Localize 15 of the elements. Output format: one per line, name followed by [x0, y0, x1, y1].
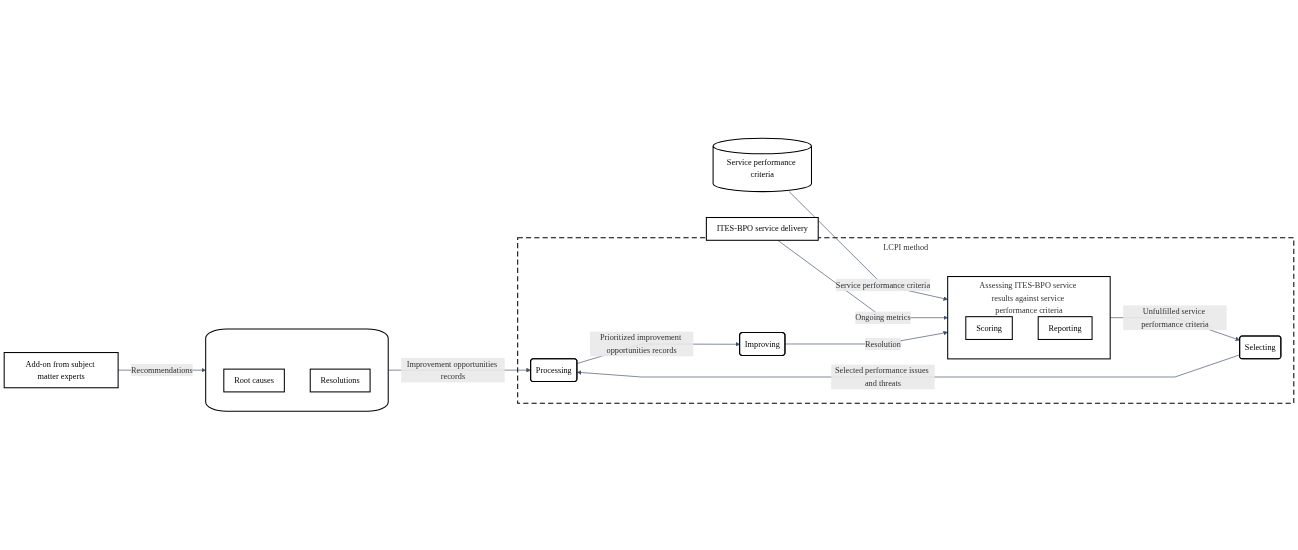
edge-label: Service performance criteria	[835, 280, 931, 290]
edge-label: Resolution	[864, 339, 901, 349]
node-box: Add-on from subject matter experts	[3, 352, 119, 389]
edge-label: Selected performance issues and threats	[834, 366, 929, 388]
edge-label: Recommendations	[131, 365, 193, 375]
cluster	[205, 328, 389, 413]
node-box: Resolutions	[309, 368, 371, 393]
edge-label: Prioritized improvement opportunities records	[599, 333, 682, 355]
edge-label: Improvement opportunities records	[406, 359, 498, 381]
node-box: Root causes	[223, 368, 285, 393]
node-box: ITES-BPO service delivery	[705, 217, 819, 242]
node-box: Reporting	[1037, 316, 1093, 341]
edge-label: Ongoing metrics	[855, 313, 911, 323]
edge-label: Unfulfilled service performance criteria	[1141, 307, 1209, 329]
node-box: Scoring	[965, 316, 1013, 341]
